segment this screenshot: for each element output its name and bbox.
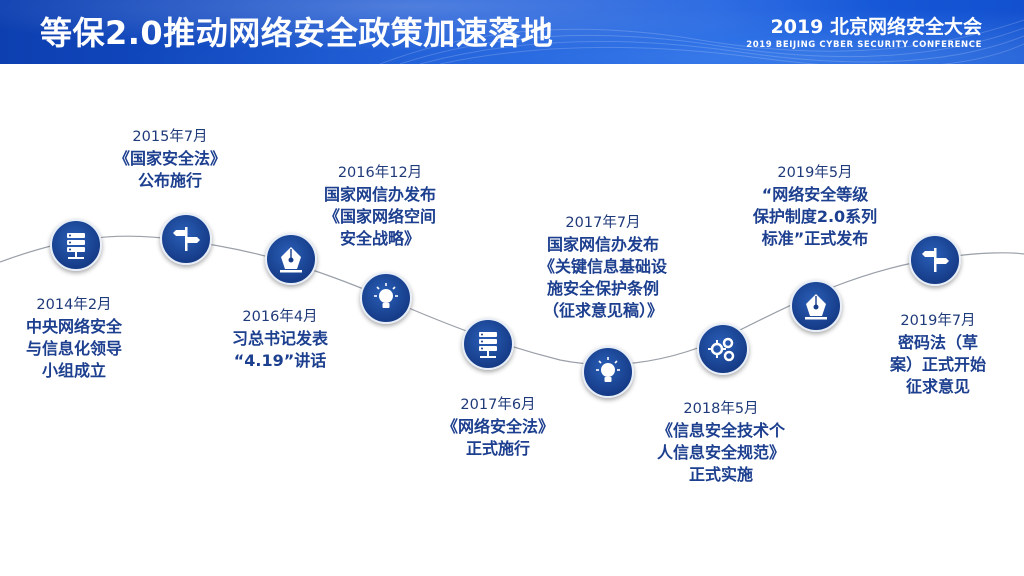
event-text-line: 国家网信办发布: [546, 235, 659, 254]
signpost-icon: [922, 248, 949, 272]
event-text-line: “网络安全等级: [761, 185, 869, 204]
timeline-node-2018-05: [697, 323, 749, 375]
event-text-line: 施安全保护条例: [546, 279, 659, 298]
event-date: 2017年7月: [565, 215, 641, 231]
timeline-node-2016-04: [265, 233, 317, 285]
event-date: 2015年7月: [132, 129, 208, 145]
timeline-node-2014-02: [50, 219, 102, 271]
lightbulb-icon: [596, 357, 620, 382]
event-2017-07: 2017年7月 国家网信办发布 《关键信息基础设 施安全保护条例 （征求意见稿）…: [518, 212, 688, 322]
event-text-line: 《关键信息基础设: [538, 257, 667, 276]
event-2018-05: 2018年5月 《信息安全技术个 人信息安全规范》 正式实施: [636, 398, 806, 486]
event-text-line: 案）正式开始: [889, 355, 986, 374]
event-2017-06: 2017年6月 《网络安全法》 正式施行: [418, 394, 578, 460]
event-date: 2019年7月: [900, 313, 976, 329]
event-2016-04: 2016年4月 习总书记发表 “4.19”讲话: [210, 306, 350, 372]
timeline-node-2017-06: [462, 318, 514, 370]
event-text-line: 人信息安全规范》: [656, 443, 785, 462]
pen-icon: [805, 294, 827, 320]
timeline-node-2016-12: [360, 272, 412, 324]
event-text-line: 《国家安全法》: [113, 149, 226, 168]
event-2019-07: 2019年7月 密码法（草 案）正式开始 征求意见: [868, 310, 1008, 398]
timeline-node-2019-05: [790, 280, 842, 332]
event-text-line: （征求意见稿）》: [542, 301, 663, 320]
server-icon: [479, 332, 497, 358]
header-glow: [0, 0, 1024, 64]
event-text-line: 中央网络安全: [25, 317, 122, 336]
event-text-line: 正式施行: [465, 439, 530, 458]
lightbulb-icon: [374, 283, 398, 308]
event-2015-07: 2015年7月 《国家安全法》 公布施行: [100, 126, 240, 192]
event-2014-02: 2014年2月 中央网络安全 与信息化领导 小组成立: [4, 294, 144, 382]
signpost-icon: [173, 227, 200, 251]
event-text-line: 征求意见: [905, 377, 970, 396]
event-text-line: 密码法（草: [897, 333, 978, 352]
conference-name-en: 2019 BEIJING CYBER SECURITY CONFERENCE: [746, 40, 982, 50]
timeline-node-2017-07: [582, 346, 634, 398]
event-2016-12: 2016年12月 国家网信办发布 《国家网络空间 安全战略》: [305, 162, 455, 250]
event-text-line: 习总书记发表: [231, 329, 328, 348]
event-text-line: 《信息安全技术个: [656, 421, 785, 440]
event-text-line: “4.19”讲话: [233, 351, 327, 370]
timeline-node-2019-07: [909, 234, 961, 286]
server-icon: [67, 233, 85, 259]
event-date: 2017年6月: [460, 397, 536, 413]
event-date: 2018年5月: [683, 401, 759, 417]
header-decor-lines: [379, 19, 1024, 64]
event-date: 2014年2月: [36, 297, 112, 313]
page-title: 等保2.0推动网络安全政策加速落地: [40, 14, 554, 52]
event-text-line: 保护制度2.0系列: [752, 207, 878, 226]
timeline-node-2015-07: [160, 213, 212, 265]
event-text-line: 小组成立: [41, 361, 106, 380]
event-text-line: 《网络安全法》: [441, 417, 554, 436]
event-date: 2016年12月: [337, 165, 423, 181]
header-banner: 等保2.0推动网络安全政策加速落地 2019 北京网络安全大会 2019 BEI…: [0, 0, 1024, 64]
event-text-line: 国家网信办发布: [323, 185, 436, 204]
event-date: 2019年5月: [777, 165, 853, 181]
event-text-line: 标准”正式发布: [761, 229, 869, 248]
event-date: 2016年4月: [242, 309, 318, 325]
gears-icon: [708, 337, 735, 362]
event-text-line: 正式实施: [688, 465, 753, 484]
conference-name-cn: 2019 北京网络安全大会: [770, 16, 983, 38]
event-text-line: 《国家网络空间: [323, 207, 436, 226]
event-text-line: 与信息化领导: [25, 339, 122, 358]
event-2019-05: 2019年5月 “网络安全等级 保护制度2.0系列 标准”正式发布: [730, 162, 900, 250]
pen-icon: [280, 247, 302, 273]
event-text-line: 公布施行: [137, 171, 202, 190]
event-text-line: 安全战略》: [339, 229, 420, 248]
